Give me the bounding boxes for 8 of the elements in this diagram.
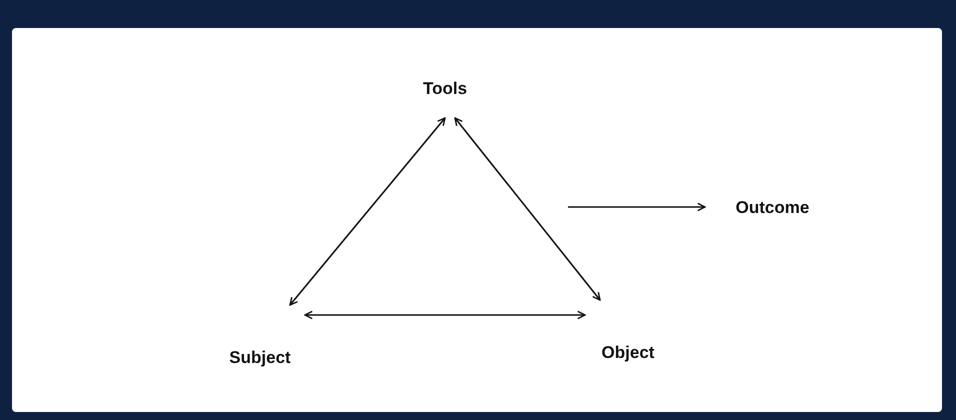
arrow [454,117,601,301]
arrow [568,202,706,212]
node-label: Object [602,342,654,364]
node-label: Tools [422,78,468,100]
arrow [304,310,586,320]
node-label: Outcome [736,197,810,220]
arrow [289,117,446,306]
node-label: Subject [229,346,291,368]
